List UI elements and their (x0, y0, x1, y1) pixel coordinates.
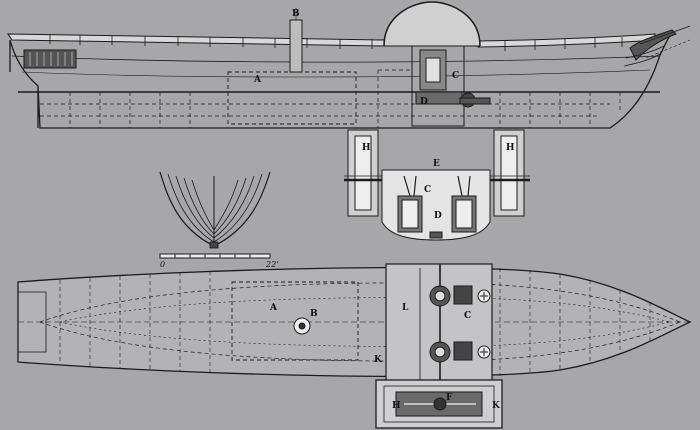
side-elevation (7, 1, 691, 129)
label-deck-a: A (269, 303, 278, 313)
scale-bar (159, 253, 271, 259)
deck-engine-room (385, 263, 493, 385)
body-plan (159, 171, 271, 249)
label-section-c: C (424, 185, 431, 195)
scale-start-label: 0 (160, 260, 165, 269)
paddle-box (383, 1, 481, 47)
funnel (289, 19, 303, 73)
label-deck-l: L (402, 303, 409, 313)
bulwark-rail-fore (477, 33, 656, 48)
label-side-a: A (253, 75, 262, 85)
rail-stanchions (49, 34, 623, 51)
label-deck-k-lower: K (492, 401, 501, 411)
hull-sheer-lower (21, 69, 651, 78)
label-section-d: D (434, 211, 442, 221)
hull-outline (9, 31, 673, 129)
hull-sheer (11, 55, 661, 63)
engine-room (411, 45, 465, 127)
label-deck-k-upper: K (374, 355, 383, 365)
label-side-b: B (292, 9, 300, 19)
scale-end-label: 22' (265, 260, 278, 269)
label-deck-c: C (464, 311, 471, 321)
bulwark-rail (7, 33, 386, 47)
label-section-e: E (433, 159, 440, 169)
body-plan-outline (159, 171, 271, 247)
deck-boiler-area (231, 281, 359, 361)
label-section-h-port: H (362, 143, 371, 153)
hull-frames (40, 92, 621, 128)
stern-gallery (23, 49, 77, 69)
label-side-d: D (420, 97, 428, 107)
label-side-c: C (452, 71, 459, 81)
engine-section (344, 129, 530, 241)
deck-plan (17, 263, 692, 429)
label-deck-b: B (310, 309, 318, 319)
label-deck-h: H (392, 401, 401, 411)
label-deck-f: F (446, 393, 453, 403)
label-section-h-starboard: H (506, 143, 515, 153)
